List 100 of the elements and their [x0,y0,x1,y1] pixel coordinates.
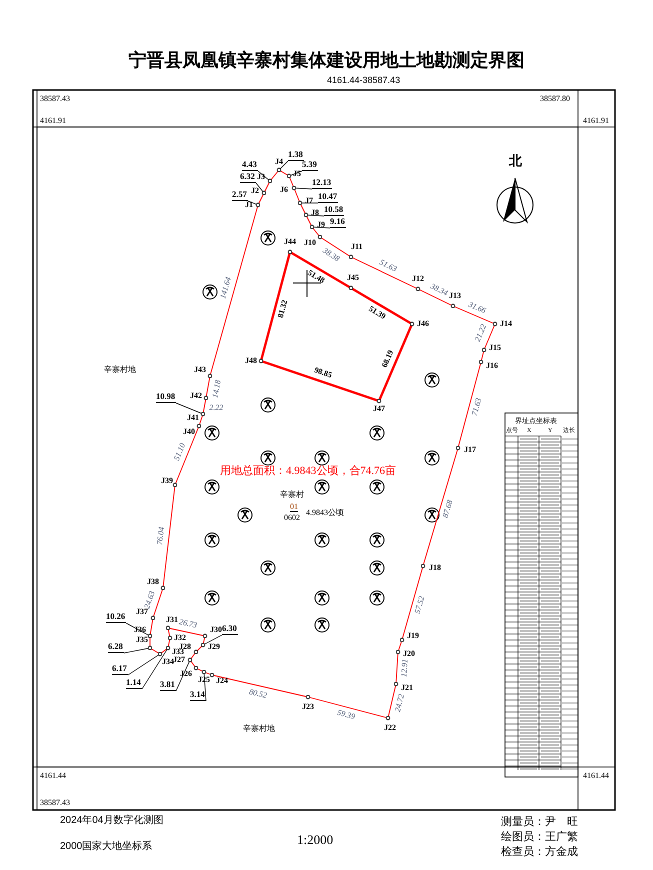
distance-label: 12.13 [312,178,332,188]
point-label: J43 [194,366,206,374]
point-label: J18 [429,564,441,572]
boundary-line [190,652,196,660]
boundary-line [160,648,168,654]
point-label: J32 [174,634,186,642]
boundary-point [245,201,260,209]
edge-label: 98.85 [312,366,332,380]
boundary-line [350,256,418,290]
point-label: J23 [302,703,314,711]
leader-line [176,402,204,414]
boundary-point [479,360,498,370]
edge-label: 76.04 [156,526,166,545]
boundary-point [284,238,296,254]
point-label: J40 [183,428,195,436]
boundary-line [162,484,176,588]
distance-label: 1.38 [288,150,304,160]
boundary-point [410,320,429,328]
point-label: J38 [147,578,159,586]
point-label: J48 [245,357,257,365]
boundary-line [264,180,270,194]
edge-label: 31.66 [467,300,487,315]
boundary-point [201,643,220,651]
edge-label: 71.63 [471,397,484,417]
edge-label: 51.48 [306,268,326,285]
area-value: 4.9843公顷 [306,509,344,517]
boundary-point [349,243,363,259]
survey-date: 2024年04月数字化测图 [60,816,164,826]
leader-line [202,634,222,646]
edge-label: 21.22 [474,324,488,344]
boundary-line [198,414,204,426]
corner-coordinate: 38587.43 [40,799,70,807]
corner-coordinate: 4161.44 [40,772,66,780]
parcel-code: 0602 [284,514,300,522]
point-label: J1 [245,201,253,209]
edge-label: 24.63 [144,590,158,610]
distance-label: 3.14 [190,690,206,700]
boundary-line [422,448,458,566]
boundary-point [183,424,201,436]
leader-line [142,648,168,690]
boundary-point [302,695,314,711]
boundary-line [278,170,290,176]
point-label: J13 [449,292,461,300]
boundary-point [136,636,152,650]
edge-label: 68.19 [380,350,396,370]
boundary-line [458,362,482,448]
edge-label: 51.39 [368,304,388,321]
leader-line [128,654,160,676]
boundary-point [400,632,419,642]
point-label: J16 [486,362,498,370]
distance-label: 6.28 [108,642,124,652]
edge-label: 59.39 [336,709,356,722]
boundary-line [258,192,264,206]
boundary-line [452,306,496,324]
corner-coordinate: 4161.91 [583,117,609,125]
boundary-line [260,360,380,402]
boundary-line [210,204,258,376]
leader-line [294,188,312,190]
distance-label: 6.32 [240,172,256,182]
boundary-point [147,578,165,590]
boundary-point [304,235,322,247]
point-label: J24 [216,677,228,685]
boundary-line [150,648,160,654]
point-label: J4 [275,158,283,166]
point-label: J29 [208,643,220,651]
boundary-line [168,628,170,638]
boundary-line [270,170,280,182]
edge-label: 38.38 [320,246,340,263]
boundary-point [194,366,212,378]
leader-line [312,226,330,228]
boundary-line [388,684,396,718]
point-label: J47 [373,405,385,413]
point-label: J35 [136,636,148,644]
boundary-line [320,236,352,258]
edge-label: 51.63 [378,258,398,274]
map-title: 宁晋县凤凰镇辛寨村集体建设用地土地勘测定界图 [128,52,526,70]
leader-line [248,200,258,206]
point-label: J22 [384,724,396,732]
boundary-line [300,202,306,216]
coordinate-system: 2000国家大地坐标系 [60,842,152,852]
corner-coordinate: 4161.44 [583,772,609,780]
boundary-line [480,350,484,362]
boundary-line [202,398,206,414]
boundary-point [304,209,319,217]
checker-credit: 检查员：方金成 [501,847,578,858]
distance-label: 9.16 [330,217,346,228]
boundary-point [203,626,222,638]
boundary-line [152,588,164,618]
leader-line [258,170,270,182]
edge-label: 141.64 [219,276,234,300]
point-label: J46 [417,320,429,328]
boundary-point [482,344,501,352]
boundary-line [212,674,308,698]
boundary-point [394,682,413,692]
distance-label: 3.81 [160,680,176,690]
distance-label: 2.57 [232,190,248,200]
point-label: J3 [257,173,265,181]
point-label: J33 [172,648,184,656]
point-label: J30 [210,626,222,634]
distance-label: 6.30 [222,624,238,634]
